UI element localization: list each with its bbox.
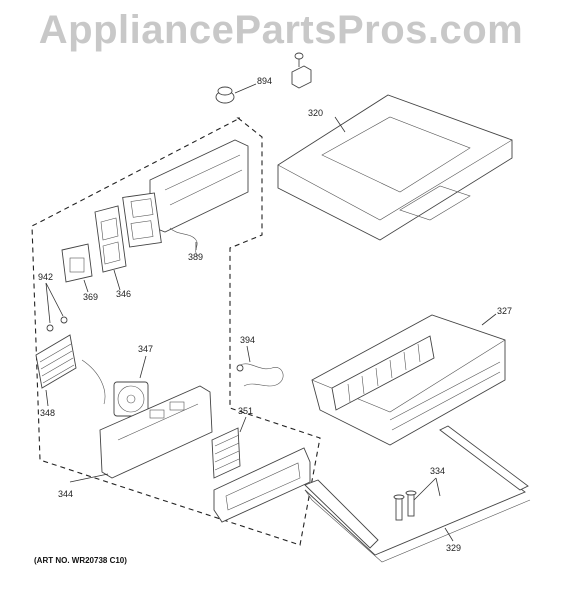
art-number: (ART NO. WR20738 C10) — [34, 556, 127, 565]
part-351-vent — [211, 416, 311, 523]
callout-344: 344 — [58, 489, 73, 499]
callout-942: 942 — [38, 272, 53, 282]
callout-394: 394 — [240, 335, 255, 345]
part-348-grille — [35, 334, 106, 407]
part-housing-upper — [122, 139, 249, 248]
part-394-wiring — [236, 345, 284, 387]
watermark: AppliancePartsPros.com — [38, 8, 524, 52]
callout-347: 347 — [138, 344, 153, 354]
callout-369: 369 — [83, 292, 98, 302]
callout-894: 894 — [257, 76, 272, 86]
part-329-frame — [304, 425, 531, 563]
callout-348: 348 — [40, 408, 55, 418]
part-344-housing — [69, 385, 213, 483]
part-320-cover — [277, 94, 513, 241]
part-clip — [291, 52, 312, 89]
part-347-fan — [113, 355, 149, 417]
part-894-knob — [215, 83, 257, 104]
callout-320: 320 — [308, 108, 323, 118]
callout-334: 334 — [430, 466, 445, 476]
callout-327: 327 — [497, 306, 512, 316]
part-942-screws — [45, 282, 68, 332]
part-327-drawer — [311, 313, 506, 446]
callout-329: 329 — [446, 543, 461, 553]
callout-351: 351 — [238, 406, 253, 416]
callout-346: 346 — [116, 289, 131, 299]
part-346-panel — [94, 205, 127, 291]
part-334-screws — [393, 477, 441, 521]
part-389-wire — [169, 227, 199, 257]
callout-389: 389 — [188, 252, 203, 262]
part-369-module — [61, 243, 93, 293]
